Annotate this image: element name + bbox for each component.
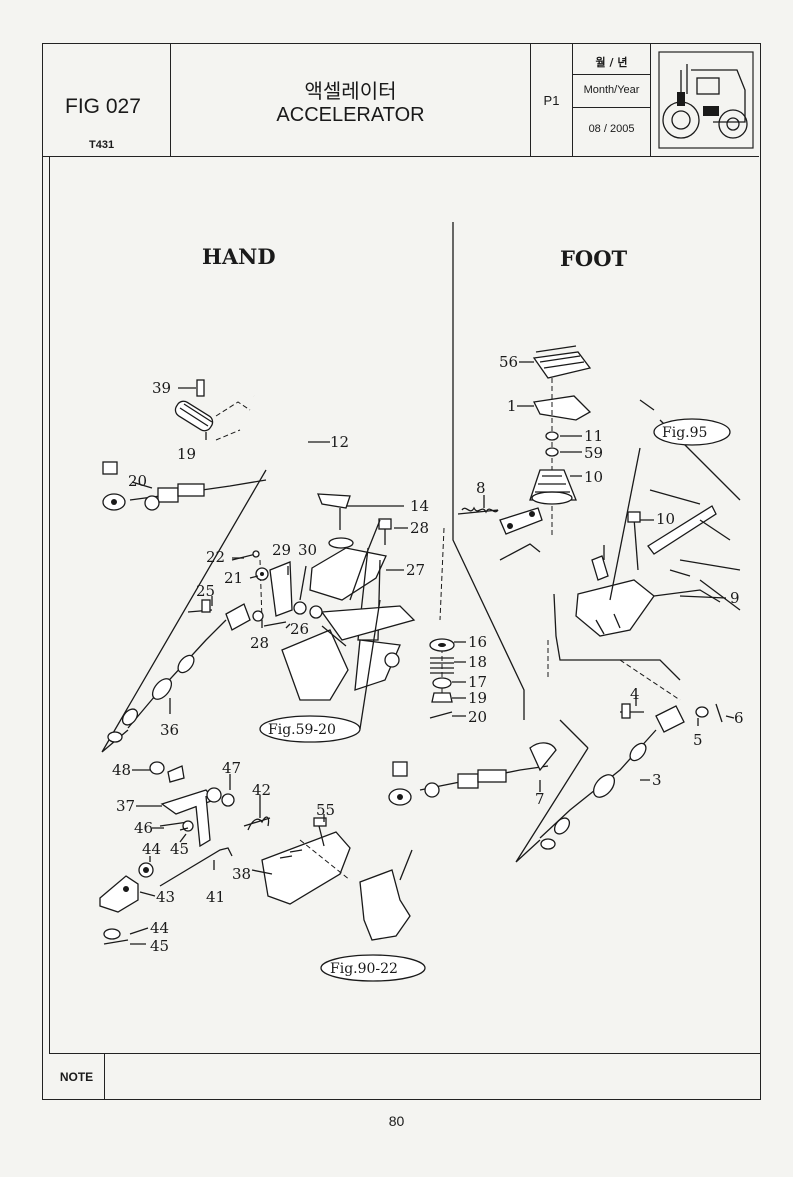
hand-throttle-cable	[101, 461, 267, 753]
callout-41: 41	[206, 888, 225, 906]
foot-throttle-cable	[388, 703, 723, 863]
date-label-english: Month/Year	[583, 84, 640, 96]
callout-10-text: 10	[656, 510, 675, 528]
callout-43: 44	[142, 840, 161, 858]
model-code: T431	[89, 139, 115, 151]
callout-44: 45	[170, 840, 189, 858]
callout-42: 43	[156, 888, 175, 906]
fig-number: FIG 027	[65, 95, 141, 118]
callout-37: 36	[160, 721, 179, 739]
callout-29: 26	[290, 620, 309, 638]
callout-5: 5	[693, 731, 703, 749]
callout-8: 8	[476, 479, 486, 497]
ref-fig59: Fig.59-20	[259, 599, 381, 743]
callout-28-text: 28	[250, 634, 269, 652]
callout-11: 10	[584, 468, 603, 486]
title-block: FIG 027 T431 액셀레이터 ACCELERATOR P1 월 / 년 …	[43, 44, 759, 157]
callout-14: 12	[330, 433, 349, 451]
callout-30: 27	[406, 561, 425, 579]
callout-44b: 44	[150, 919, 169, 937]
callout-56: 59	[584, 444, 603, 462]
callout-18: 18	[468, 653, 487, 671]
foot-pedal-assembly	[457, 345, 741, 701]
callout-25: 21	[224, 569, 243, 587]
callout-12: 11	[584, 427, 603, 445]
callout-40: 42	[252, 781, 271, 799]
ref-fig90: Fig.90-22	[320, 954, 426, 982]
date-value: 08 / 2005	[588, 123, 635, 135]
page-number: 80	[388, 1113, 405, 1129]
callout-36: 39	[152, 379, 171, 397]
callout-32: 29	[272, 541, 291, 559]
callout-15: 14	[410, 497, 429, 515]
callout-45b: 45	[150, 937, 169, 955]
callout-46: 47	[222, 759, 241, 777]
svg-text:Fig.90-22: Fig.90-22	[330, 961, 398, 977]
title-english: ACCELERATOR	[276, 104, 425, 126]
title-cell: 액셀레이터 ACCELERATOR	[171, 44, 531, 156]
callout-17: 17	[468, 673, 487, 691]
fig-cell: FIG 027 T431	[43, 44, 171, 156]
tractor-icon	[658, 51, 754, 149]
callout-27: 25	[196, 582, 215, 600]
note-label: NOTE	[49, 1054, 105, 1100]
callout-1: 1	[507, 397, 517, 415]
leader-lines	[129, 361, 735, 945]
callout-4: 4	[630, 685, 640, 703]
page-code: P1	[543, 93, 560, 108]
hand-lower-bracket-parts	[99, 761, 413, 945]
callout-35: 30	[298, 541, 317, 559]
svg-text:Fig.59-20: Fig.59-20	[268, 722, 336, 738]
callout-31: 28	[410, 519, 429, 537]
callout-19-text: 19	[468, 689, 487, 707]
callout-16: 16	[468, 633, 487, 651]
svg-text:Fig.95: Fig.95	[662, 425, 707, 441]
page-code-cell: P1	[531, 44, 573, 156]
callout-labels: 39 12 19 20 14 28 22 29 30 21 27 25 26 2…	[112, 353, 744, 955]
callout-6: 6	[734, 709, 744, 727]
ref-fig95: Fig.95	[653, 418, 731, 446]
callout-3: 3	[652, 771, 662, 789]
hand-linkage-parts	[231, 527, 455, 719]
section-hand-label: HAND	[202, 244, 276, 269]
hand-lever-assembly	[174, 379, 416, 701]
callout-7: 7	[535, 790, 545, 808]
callout-20-text: 20	[468, 708, 487, 726]
callout-39: 38	[232, 865, 251, 883]
page-frame: FIG 027 T431 액셀레이터 ACCELERATOR P1 월 / 년 …	[42, 43, 761, 1100]
section-foot-label: FOOT	[560, 246, 627, 271]
callout-21: 19	[177, 445, 196, 463]
callout-22: 20	[128, 472, 147, 490]
callout-55: 56	[499, 353, 518, 371]
inner-border	[49, 156, 50, 1053]
callout-47: 48	[112, 761, 131, 779]
callout-26: 22	[206, 548, 225, 566]
title-korean: 액셀레이터	[304, 79, 397, 103]
callout-45: 46	[134, 819, 153, 837]
note-row: NOTE	[49, 1053, 760, 1100]
date-label-korean: 월 / 년	[595, 56, 628, 69]
tractor-logo-cell	[651, 44, 759, 156]
callout-48: 55	[316, 801, 335, 819]
section-divider	[452, 222, 525, 720]
callout-38: 37	[116, 797, 135, 815]
date-cell: 월 / 년 Month/Year 08 / 2005	[573, 44, 651, 156]
callout-9: 9	[730, 589, 740, 607]
